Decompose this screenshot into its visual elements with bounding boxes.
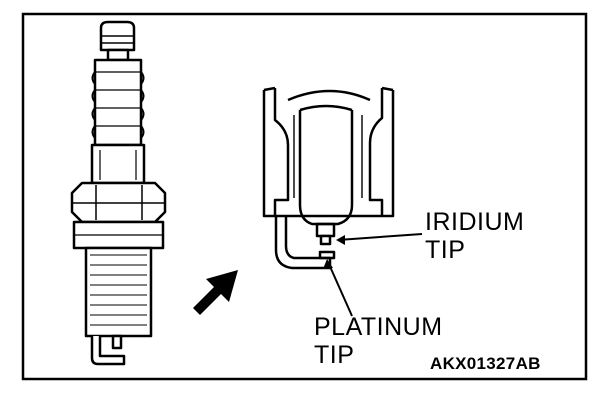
figure-code: AKX01327AB xyxy=(430,354,541,373)
magnify-arrow-icon xyxy=(193,270,238,315)
spark-plug-icon xyxy=(70,20,167,366)
plug-tip-cross-section xyxy=(262,86,395,270)
iridium-tip-label-line1: IRIDIUM xyxy=(425,208,525,236)
figure-frame xyxy=(21,12,588,381)
iridium-tip-label-line2: TIP xyxy=(425,236,466,264)
platinum-tip-label-line2: TIP xyxy=(314,341,355,369)
callout-leaders xyxy=(323,233,423,317)
platinum-tip-label-line1: PLATINUM xyxy=(314,313,443,341)
